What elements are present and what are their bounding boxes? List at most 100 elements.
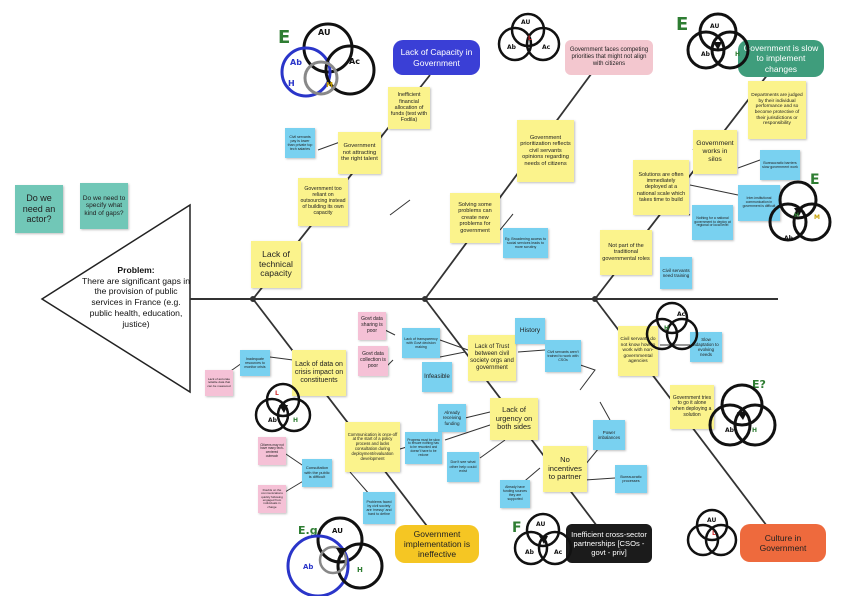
category-slow-label: Government is slow to implement changes [743, 43, 819, 74]
sticky-text: Government not attracting the right tale… [341, 143, 378, 163]
sticky-text: Inter-institutional communication in gov… [742, 196, 776, 208]
sticky-text: Not part of the traditional governmental… [602, 242, 650, 262]
sticky-text: Govt data sharing is poor [361, 316, 383, 334]
sticky-judged[interactable]: Departments are judged by their individu… [748, 81, 806, 139]
sticky-text: Civil servants do not know how to work w… [620, 337, 656, 365]
category-culture[interactable]: Culture in Government [740, 524, 826, 562]
sticky-not-part[interactable]: Not part of the traditional governmental… [600, 230, 652, 275]
sticky-civil-dont-know[interactable]: Civil servants do not know how to work w… [618, 326, 658, 376]
sticky-lack-trust[interactable]: Lack of Trust between civil society orgs… [468, 335, 516, 381]
sticky-text: Communication is once-off at the start o… [347, 431, 398, 461]
sticky-text: Solutions are often immediately deployed… [636, 171, 686, 203]
sticky-text: Progress must be slow to ensure nothing … [407, 437, 440, 457]
sticky-doubts[interactable]: Doubts on the communications quickly fol… [258, 485, 286, 513]
category-capacity[interactable]: Lack of Capacity in Government [393, 40, 480, 75]
sticky-text: Lack of urgency on both sides [495, 405, 533, 432]
sticky-text: Civil servants need training [662, 267, 690, 278]
sticky-no-incentives[interactable]: No incentives to partner [543, 446, 587, 492]
sticky-civil-pay[interactable]: Civil servants pay is lower than private… [285, 128, 315, 158]
sticky-text: Slow adaptation to evolving needs [693, 336, 719, 358]
sticky-nothing-for-govt[interactable]: Nothing for a national government to dep… [692, 205, 733, 240]
sticky-text: Consultation with the public is difficul… [304, 465, 330, 480]
sticky-text: Doubts on the communications quickly fol… [261, 487, 283, 509]
category-implementation[interactable]: Government implementation is ineffective [395, 525, 479, 563]
sticky-tries-alone[interactable]: Government tries to go it alone when dep… [670, 385, 714, 429]
sticky-solving-problems[interactable]: Solving some problems can create new pro… [450, 193, 500, 243]
sticky-communication-once[interactable]: Communication is once-off at the start o… [345, 422, 400, 472]
sticky-consultation[interactable]: Consultation with the public is difficul… [302, 459, 332, 487]
sticky-text: Eg. Broadening access to social services… [505, 236, 546, 250]
sticky-actor-text: Do we need an actor? [22, 193, 56, 225]
sticky-lack-technical[interactable]: Lack of technical capacity [251, 241, 301, 288]
sticky-bureaucratic-processes[interactable]: Bureaucratic processes [615, 465, 647, 493]
sticky-text: Bureaucratic barriers slow government wo… [762, 160, 798, 169]
sticky-inadequate-resources[interactable]: Inadequate resources to monitor crisis [240, 350, 270, 376]
sticky-history[interactable]: History [515, 318, 545, 344]
sticky-lack-accurate[interactable]: Lack of accurate reliable data that can … [205, 370, 233, 396]
sticky-text: Civil servants aren't trained to work wi… [547, 349, 579, 363]
sticky-already-funding2[interactable]: Already have funding sources they are su… [500, 480, 530, 508]
sticky-text: Government too reliant on outsourcing in… [300, 186, 346, 216]
sticky-text: Already receiving funding [442, 410, 462, 426]
sticky-text: Departments are judged by their individu… [751, 93, 803, 127]
sticky-text: History [519, 327, 541, 335]
category-priorities-label: Government faces competing priorities th… [569, 46, 649, 68]
sticky-eg-problem[interactable]: Eg. Broadening access to social services… [503, 228, 548, 258]
sticky-text: Lack of Trust between civil society orgs… [470, 344, 514, 371]
problem-text: There are significant gaps in the provis… [82, 275, 190, 329]
category-capacity-label: Lack of Capacity in Government [400, 47, 473, 68]
sticky-text: Lack of transparency with Govt decision … [404, 336, 438, 350]
sticky-civil-not-trained[interactable]: Civil servants aren't trained to work wi… [545, 340, 581, 372]
sticky-actor[interactable]: Do we need an actor? [15, 185, 63, 233]
sticky-power-imbalances[interactable]: Power imbalances [593, 420, 625, 450]
sticky-text: Lack of accurate reliable data that can … [207, 376, 231, 388]
category-slow[interactable]: Government is slow to implement changes [738, 40, 824, 77]
junction-dot [422, 296, 428, 302]
sticky-text: Already have funding sources they are su… [503, 485, 527, 501]
sticky-already-funding[interactable]: Already receiving funding [438, 404, 466, 432]
sticky-specify-text: Do we need to specify what kind of gaps? [82, 194, 126, 217]
rib-implementation [252, 298, 431, 531]
sticky-problems-faced[interactable]: Problems faced by civil society are 'mes… [363, 492, 395, 524]
sticky-text: Government tries to go it alone when dep… [672, 394, 712, 418]
rib-priorities [424, 61, 601, 300]
sticky-citizens-may[interactable]: Citizens may not have many tech-centered… [258, 437, 286, 465]
sticky-text: Bureaucratic processes [620, 474, 642, 483]
sticky-progress-slow[interactable]: Progress must be slow to ensure nothing … [405, 432, 442, 464]
sticky-text: Don't see what other help could exist [449, 460, 477, 474]
junction-dot [250, 296, 256, 302]
sticky-silos[interactable]: Government works in silos [693, 130, 737, 174]
sticky-civil-training[interactable]: Civil servants need training [660, 257, 692, 289]
sticky-text: Lack of technical capacity [259, 248, 293, 279]
sticky-infeasible[interactable]: Infeasible [422, 362, 452, 392]
sticky-slow-adaptation[interactable]: Slow adaptation to evolving needs [690, 332, 722, 362]
sticky-text: Civil servants pay is lower than private… [287, 134, 313, 152]
category-partnerships-label: Inefficient cross-sector partnerships [C… [571, 529, 647, 558]
category-implementation-label: Government implementation is ineffective [403, 528, 471, 560]
sticky-text: Inadequate resources to monitor crisis [244, 356, 266, 370]
sticky-text: Power imbalances [597, 429, 621, 440]
sticky-specify[interactable]: Do we need to specify what kind of gaps? [80, 183, 128, 229]
category-partnerships[interactable]: Inefficient cross-sector partnerships [C… [566, 524, 652, 563]
sticky-lack-urgency[interactable]: Lack of urgency on both sides [490, 398, 538, 440]
sticky-solutions-deployed[interactable]: Solutions are often immediately deployed… [633, 160, 689, 215]
sticky-lack-data[interactable]: Lack of data on crisis impact on constit… [292, 350, 346, 396]
sticky-text: Government prioritization reflects civil… [520, 134, 571, 167]
sticky-prioritization[interactable]: Government prioritization reflects civil… [517, 120, 574, 182]
category-priorities[interactable]: Government faces competing priorities th… [565, 40, 653, 75]
sticky-not-attracting[interactable]: Government not attracting the right tale… [338, 132, 381, 174]
sticky-inter-institutional[interactable]: Inter-institutional communication in gov… [738, 185, 780, 221]
sticky-text: Government works in silos [696, 140, 734, 163]
sticky-data-collection[interactable]: Govt data collection is poor [358, 346, 388, 376]
sticky-outsourcing[interactable]: Government too reliant on outsourcing in… [298, 178, 348, 226]
problem-heading: Problem: [117, 265, 155, 275]
sticky-text: Solving some problems can create new pro… [458, 201, 492, 234]
sticky-data-sharing[interactable]: Govt data sharing is poor [358, 312, 386, 340]
category-culture-label: Culture in Government [759, 532, 807, 553]
sticky-transparency[interactable]: Lack of transparency with Govt decision … [402, 328, 440, 358]
junction-dot [592, 296, 598, 302]
sticky-text: Govt data collection is poor [360, 351, 386, 369]
sticky-dont-see[interactable]: Don't see what other help could exist [447, 452, 479, 482]
sticky-inefficient-funds[interactable]: Inefficient financial allocation of fund… [388, 87, 430, 129]
sticky-bureaucratic[interactable]: Bureaucratic barriers slow government wo… [760, 150, 800, 180]
